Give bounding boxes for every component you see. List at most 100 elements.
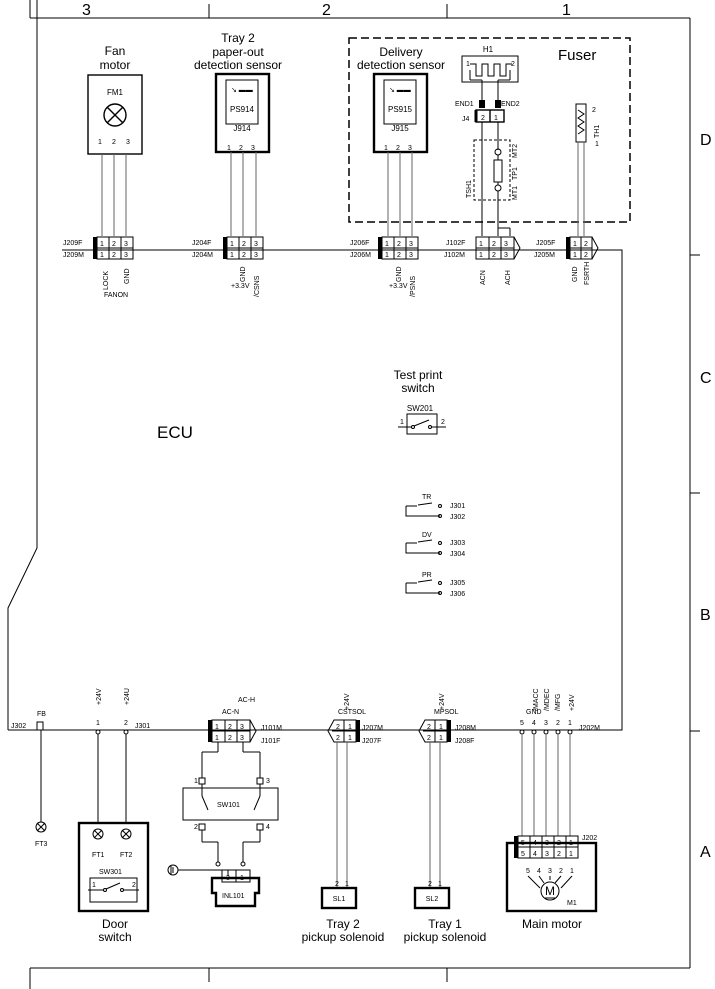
m-sig-24v: +24V [569, 694, 576, 711]
end2-label: END2 [501, 101, 520, 108]
jumper-j302-label: J302 [450, 514, 465, 521]
m-hdr-pin-3: 3 [544, 720, 548, 727]
m-conn-pin-1: 1 [569, 840, 573, 847]
m-hdr-pin-2: 2 [556, 720, 560, 727]
j206-pin-1: 1 [385, 241, 389, 248]
j102-signal-ach: ACH [505, 270, 512, 285]
svg-text:2: 2 [397, 252, 401, 259]
svg-text:1: 1 [569, 851, 573, 858]
row-label-d: D [700, 132, 712, 149]
row-label-c: C [700, 370, 712, 387]
j206-signal-33v: +3.3V [389, 283, 408, 290]
sw301-label: SW301 [99, 869, 122, 876]
sl2-sig-top: +24V [439, 693, 446, 710]
motor-symbol-icon: M [545, 884, 555, 898]
delivery-sensor-pin-1: 1 [384, 145, 388, 152]
thermistor: TH1 2 1 [575, 103, 601, 236]
j206-pin-3: 3 [409, 241, 413, 248]
ac-h-label: AC-H [238, 697, 255, 704]
j202-label: J202 [582, 835, 597, 842]
j205-signal-gnd: GND [572, 266, 579, 282]
sl1-title-2: pickup solenoid [302, 930, 385, 944]
jumper-j305-label: J305 [450, 580, 465, 587]
jumper-dv-label: DV [422, 532, 432, 539]
m-hdr-pin-4: 4 [532, 720, 536, 727]
jumper-j301-label: J301 [450, 503, 465, 510]
fan-title-1: Fan [105, 44, 126, 58]
svg-text:3: 3 [409, 252, 413, 259]
delivery-sensor-pin-2: 2 [396, 145, 400, 152]
j4-pin-2: 2 [481, 115, 485, 122]
main-motor-title: Main motor [522, 917, 582, 931]
jumper-j306-label: J306 [450, 591, 465, 598]
m1-label: M1 [567, 900, 577, 907]
jumper-tr-label: TR [422, 494, 431, 501]
svg-text:2: 2 [336, 735, 340, 742]
sw101-pin-3: 3 [266, 778, 270, 785]
tray2-sensor-pin-2: 2 [239, 145, 243, 152]
inlet-id: INL101 [222, 893, 245, 900]
m-conn-pin-5: 5 [521, 840, 525, 847]
j209f-label: J209F [63, 240, 82, 247]
j206f-label: J206F [350, 240, 369, 247]
svg-text:1: 1 [348, 735, 352, 742]
sl2-pin-1: 1 [438, 881, 442, 888]
p24u-label: +24U [124, 688, 131, 705]
j205f-label: J205F [536, 240, 555, 247]
tray2-sensor-id: PS914 [230, 105, 255, 114]
thermistor-symbol-icon [577, 109, 585, 135]
m-sig-macc: /MACC [533, 688, 540, 711]
j205m-label: J205M [534, 252, 555, 259]
j102-pin-1: 1 [479, 241, 483, 248]
door-title-2: switch [98, 930, 131, 944]
svg-text:2: 2 [242, 252, 246, 259]
j4-label: J4 [462, 116, 470, 123]
j102-pin-2: 2 [492, 241, 496, 248]
j207m-label: J207M [362, 725, 383, 732]
ground-icon [167, 864, 179, 876]
j209-signal-fanon: FANON [104, 292, 128, 299]
sl2-title-1: Tray 1 [428, 917, 462, 931]
svg-text:2: 2 [557, 851, 561, 858]
svg-text:3: 3 [240, 735, 244, 742]
tray2-sensor-connector: J914 [233, 124, 251, 133]
heater-id: H1 [483, 45, 494, 54]
sl1-pin-1: 1 [345, 881, 349, 888]
j102m-label: J102M [444, 252, 465, 259]
svg-text:1: 1 [439, 735, 443, 742]
j208f-label: J208F [455, 738, 474, 745]
svg-text:3: 3 [545, 851, 549, 858]
m-body-pin-5: 5 [526, 868, 530, 875]
heater-pin-2: 2 [511, 61, 515, 68]
m-body-pin-3: 3 [548, 868, 552, 875]
feedback-terminal: J302 FB FT3 [11, 711, 48, 848]
test-print-pin-2: 2 [441, 419, 445, 426]
fan-pin-1: 1 [98, 139, 102, 146]
jumper-pr-label: PR [422, 572, 432, 579]
thermistor-pin-1: 1 [595, 141, 599, 148]
fan-symbol-icon [103, 103, 127, 127]
door-switch: +24V +24U 1 2 J301 FT1 FT2 SW301 1 2 Doo… [77, 688, 150, 944]
svg-text:1: 1 [100, 252, 104, 259]
thermal-switch: TSH1 MT1 TP1 MT2 [466, 122, 519, 236]
thermistor-pin-2: 2 [592, 107, 596, 114]
sl1-pin-2: 2 [335, 881, 339, 888]
heater-pin-1: 1 [466, 61, 470, 68]
sw301-pin-1: 1 [92, 882, 96, 889]
sl1-title-1: Tray 2 [326, 917, 360, 931]
delivery-sensor-connector: J915 [391, 124, 409, 133]
ft1-label: FT1 [92, 852, 105, 859]
ft2-label: FT2 [120, 852, 133, 859]
j205-pin-1: 1 [573, 241, 577, 248]
m-body-pin-4: 4 [537, 868, 541, 875]
jumper-j304-label: J304 [450, 551, 465, 558]
jumper-dv: DV J303 J304 [405, 532, 465, 558]
j4-pin-1: 1 [494, 115, 498, 122]
tray2-sensor-pin-3: 3 [251, 145, 255, 152]
tray2-sensor-pin-1: 1 [227, 145, 231, 152]
j205-signal-fsrth: FSRTH [584, 262, 591, 285]
j202m-label: J202M [579, 725, 600, 732]
